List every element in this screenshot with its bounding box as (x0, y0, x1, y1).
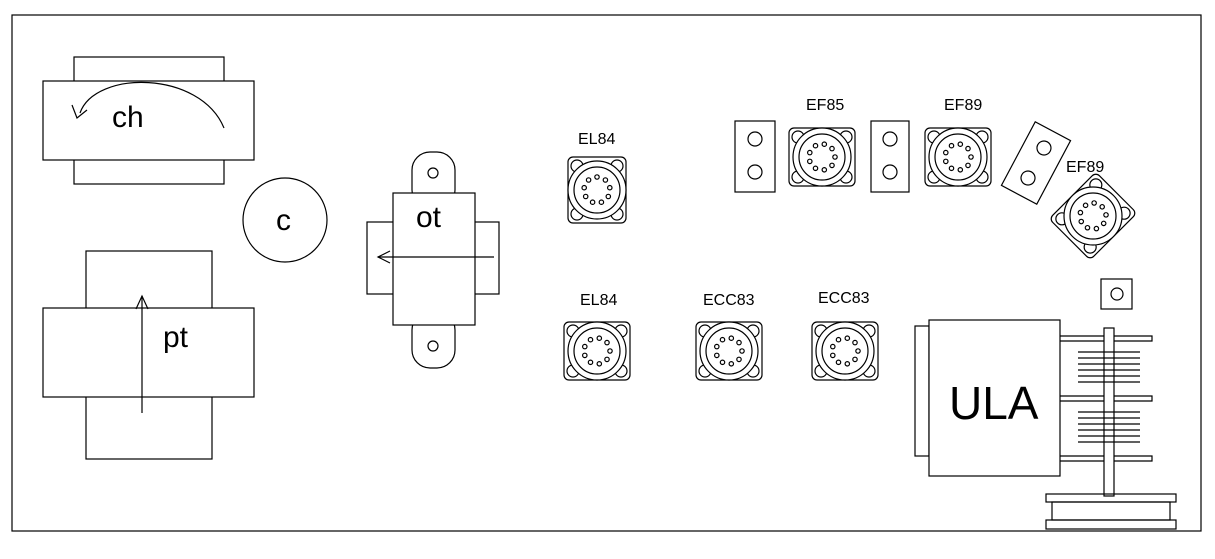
output-transformer-label: ot (416, 201, 442, 234)
capacitor: c (242, 177, 328, 263)
choke-label: ch (112, 101, 144, 134)
output-transformer: ot (366, 151, 500, 369)
tube-socket-ef89-right: EF89 (1048, 159, 1138, 261)
power-transformer: pt (42, 250, 255, 460)
ula-tuning-capacitor: ULA (914, 319, 1177, 530)
chassis-border (11, 14, 1202, 532)
tube-socket-ef85: EF85 (788, 97, 856, 187)
tube-socket-ecc83-right: ECC83 (811, 290, 879, 381)
tube-socket-el84-top: EL84 (567, 131, 627, 224)
tube-socket-ecc83-left: ECC83 (695, 292, 763, 381)
tube-label: EF85 (806, 97, 844, 114)
tube-label: EF89 (1066, 159, 1104, 176)
tube-socket-el84-bottom: EL84 (563, 292, 631, 381)
capacitor-label: c (276, 204, 291, 237)
terminal-strip-3 (1000, 121, 1072, 205)
tube-label: ECC83 (818, 290, 870, 307)
tube-label: ECC83 (703, 292, 755, 309)
tube-label: EL84 (578, 131, 615, 148)
tube-socket-ef89-top: EF89 (924, 97, 992, 187)
power-transformer-label: pt (163, 321, 189, 354)
terminal-post (1100, 278, 1133, 310)
tube-label: EF89 (944, 97, 982, 114)
rotation-arrow (79, 81, 225, 129)
choke: ch (42, 56, 255, 185)
terminal-strip-1 (734, 120, 776, 193)
tube-label: EL84 (580, 292, 617, 309)
terminal-strip-2 (870, 120, 910, 193)
ula-label: ULA (949, 377, 1039, 429)
